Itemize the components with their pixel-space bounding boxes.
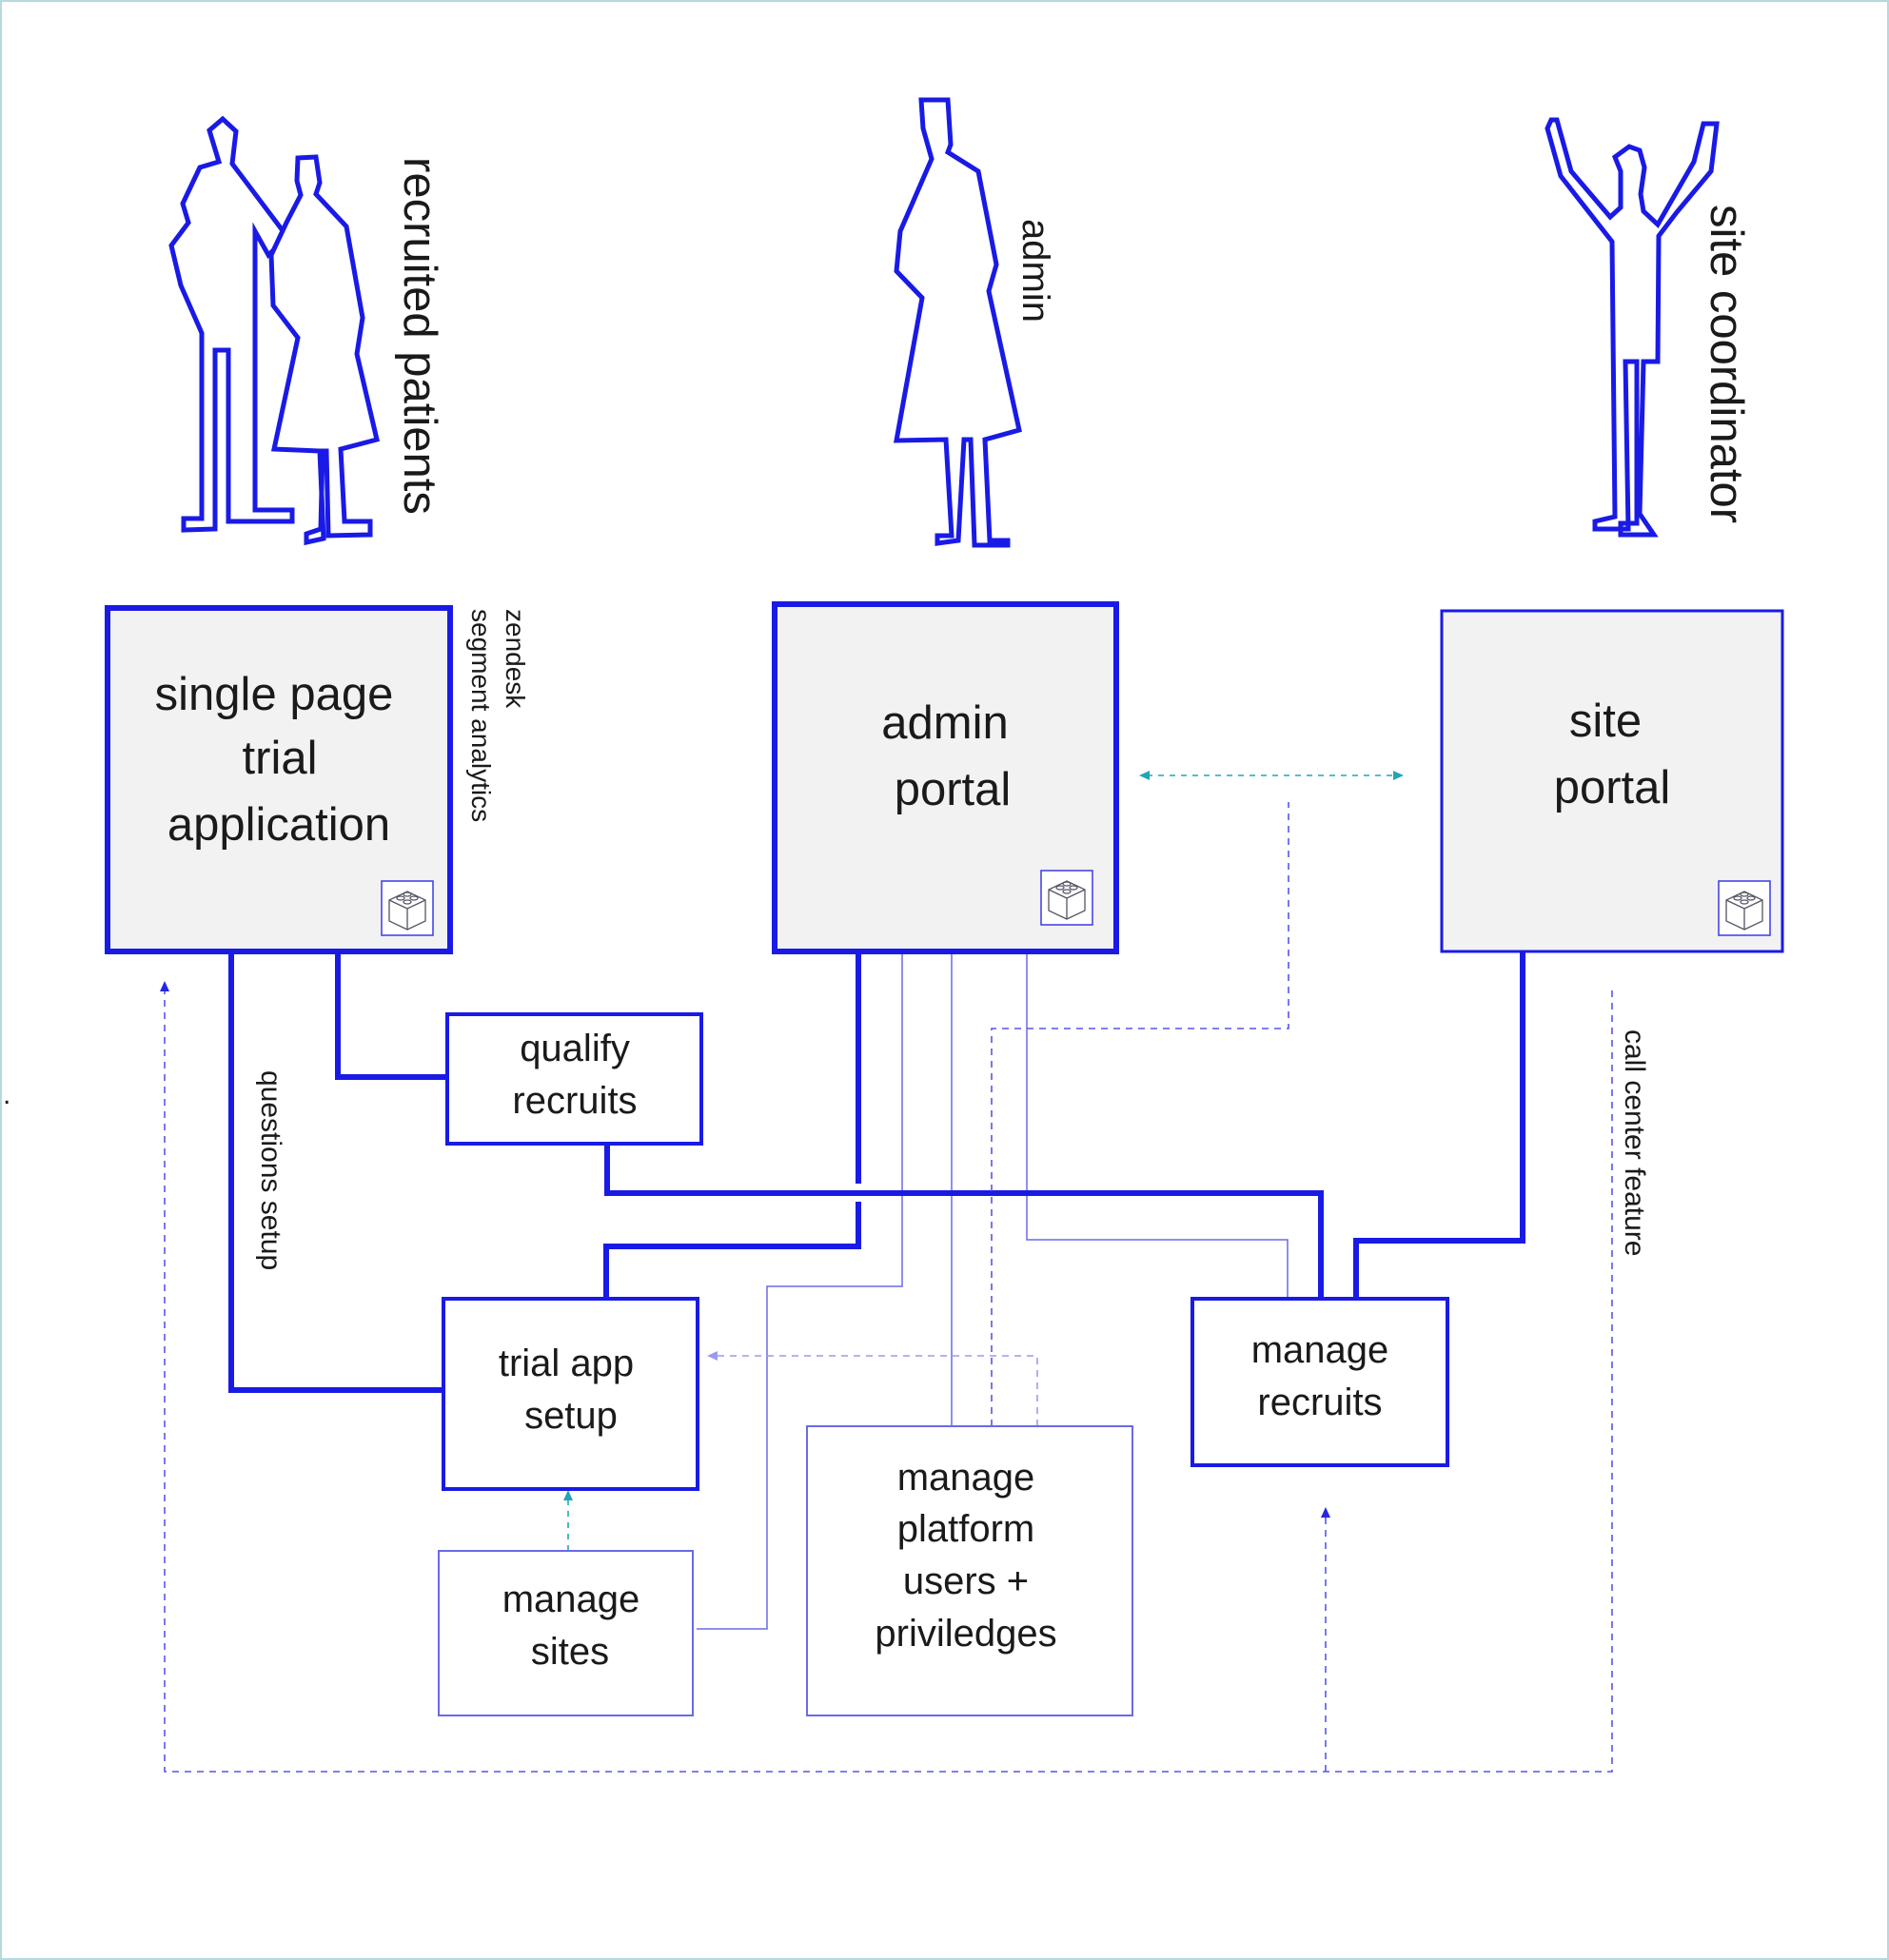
module-manage-sites[interactable]: manage sites	[438, 1550, 694, 1716]
module-manage-users-line3: users +	[903, 1560, 1029, 1602]
arrow-right-site	[1393, 771, 1404, 780]
module-qualify-line2: recruits	[512, 1080, 637, 1122]
dashed-connectors	[164, 774, 1613, 1773]
note-zendesk: zendesk	[501, 609, 530, 709]
portal-single-page-box	[105, 605, 453, 954]
module-manage-recruits-box	[1190, 1297, 1449, 1467]
thin-connectors	[697, 951, 1289, 1630]
note-questions-setup: questions setup	[255, 1070, 286, 1270]
module-trial-setup-line2: setup	[524, 1395, 618, 1437]
connector-admin-manage-recruits	[1026, 951, 1289, 1299]
portal-single-page-line2: trial	[243, 733, 318, 784]
module-trial-app-setup[interactable]: trial app setup	[442, 1297, 699, 1491]
dashed-users-to-trial-setup	[714, 1355, 1038, 1426]
admin-figure-icon	[893, 97, 1022, 548]
module-manage-recruits[interactable]: manage recruits	[1190, 1297, 1449, 1467]
note-segment-analytics: segment analytics	[466, 609, 496, 822]
thick-connectors	[228, 951, 1525, 1393]
module-qualify-recruits[interactable]: qualify recruits	[445, 1012, 703, 1146]
connector-site-manage-recruits	[1353, 951, 1525, 1299]
module-manage-sites-line1: manage	[502, 1578, 640, 1620]
connector-spa-trial-setup	[228, 951, 443, 1393]
portal-admin-line1: admin	[881, 697, 1008, 749]
module-manage-sites-line2: sites	[531, 1631, 609, 1673]
arrow-up-spa	[160, 981, 169, 991]
arrow-heads	[160, 771, 1404, 1518]
patients-figures-icon	[168, 115, 380, 546]
module-manage-users-box	[806, 1425, 1133, 1716]
dashed-users-to-portals	[991, 802, 1289, 1426]
arrow-left-trial-setup	[707, 1351, 718, 1361]
arrow-up-trial-setup	[563, 1490, 573, 1500]
arrow-up-manage-recruits	[1321, 1507, 1330, 1518]
portal-site-line1: site	[1569, 696, 1642, 747]
portal-admin[interactable]: admin portal	[772, 601, 1119, 954]
actor-label-admin: admin	[1014, 219, 1056, 323]
portal-single-page[interactable]: single page trial application	[105, 605, 453, 954]
portal-admin-line2: portal	[895, 764, 1012, 815]
module-manage-recruits-line2: recruits	[1257, 1382, 1382, 1423]
module-manage-users-line4: priviledges	[875, 1613, 1056, 1655]
lego-brick-icon	[381, 880, 434, 936]
actor-label-coordinator: site coordinator	[1701, 205, 1752, 523]
connector-admin-manage-sites	[697, 951, 903, 1630]
note-call-center-feature: call center feature	[1619, 1029, 1650, 1256]
module-trial-setup-box	[442, 1297, 699, 1491]
module-manage-users-line1: manage	[897, 1457, 1035, 1499]
patient-man-figure	[168, 115, 295, 533]
module-manage-recruits-line1: manage	[1251, 1329, 1389, 1371]
connector-admin-trial-setup	[603, 1202, 861, 1299]
module-manage-sites-box	[438, 1550, 694, 1716]
patient-woman-figure	[268, 154, 380, 546]
module-manage-users-line2: platform	[897, 1508, 1035, 1550]
arrow-left-admin	[1139, 771, 1150, 780]
module-trial-setup-line1: trial app	[499, 1343, 634, 1384]
connector-spa-qualify	[335, 951, 447, 1080]
module-qualify-box	[445, 1012, 703, 1146]
module-manage-platform-users[interactable]: manage platform users + priviledges	[806, 1425, 1133, 1716]
portal-site-line2: portal	[1554, 762, 1671, 813]
actor-label-patients: recruited patients	[394, 157, 445, 515]
stray-dot: .	[3, 1079, 10, 1110]
portal-single-page-line3: application	[167, 799, 390, 851]
connector-qualify-manage-recruits	[604, 1144, 1324, 1299]
lego-brick-icon	[1040, 870, 1093, 926]
portal-single-page-line1: single page	[155, 669, 394, 720]
dashed-feedback-loop	[164, 985, 1613, 1773]
coordinator-figure-icon	[1545, 117, 1720, 538]
lego-brick-icon	[1718, 880, 1771, 936]
module-qualify-line1: qualify	[520, 1028, 630, 1069]
